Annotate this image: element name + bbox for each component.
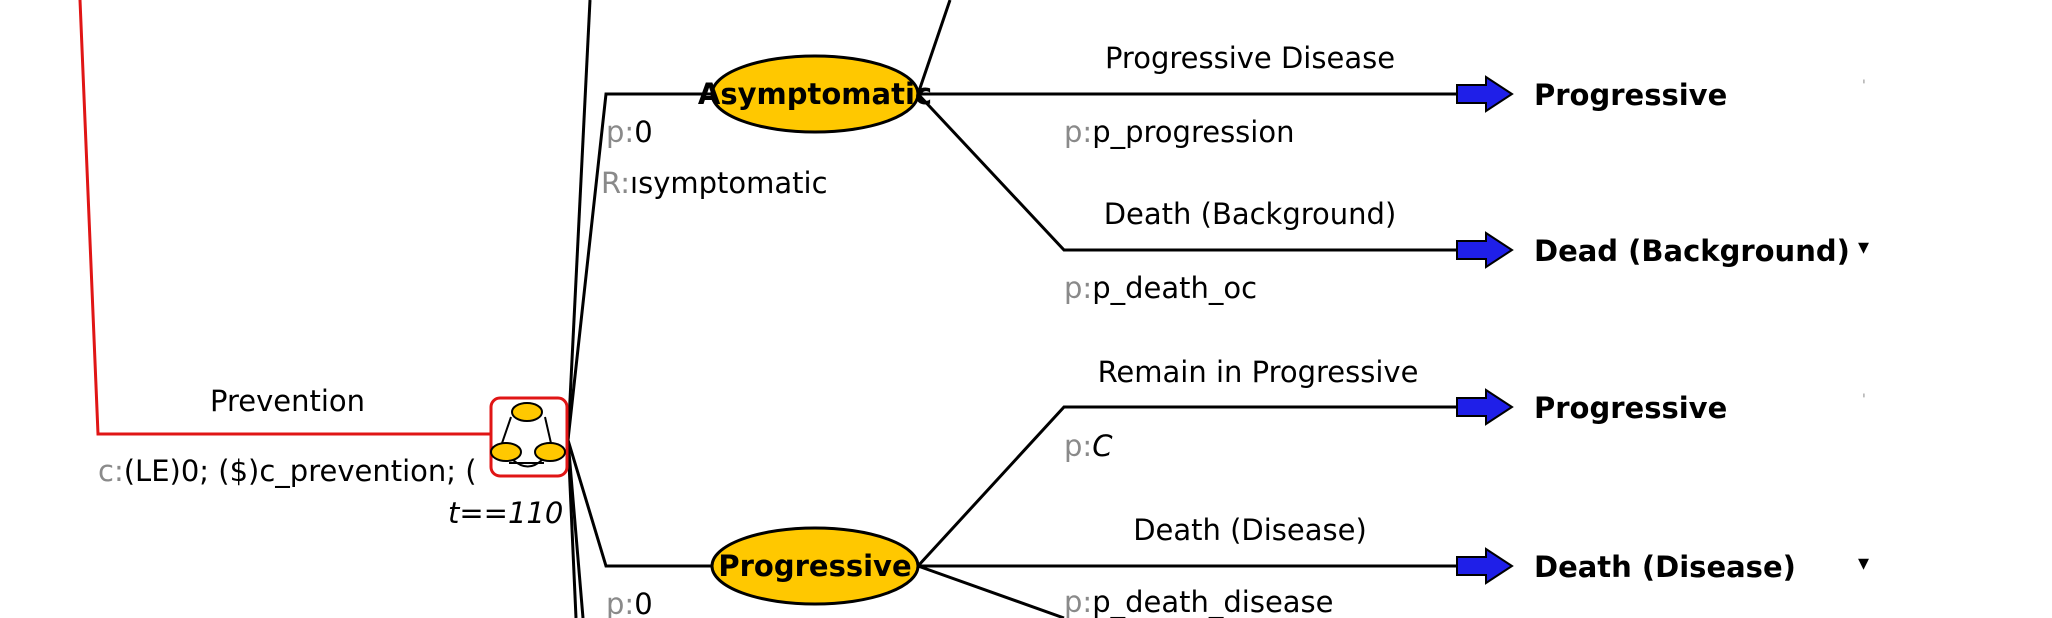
cost-value: (LE)0; ($)c_prevention; ( xyxy=(124,454,477,488)
transition-arrow-icon xyxy=(1456,388,1514,426)
transition-label-progressive-disease: Progressive Disease xyxy=(1105,41,1395,75)
asymptomatic-node-label: Asymptomatic xyxy=(698,77,932,111)
cost-prefix: c: xyxy=(98,454,124,488)
collapse-toggle[interactable]: ▾ xyxy=(1858,235,1869,260)
state-progressive: Progressive p:0 Remain in Progressive p:… xyxy=(606,355,1869,618)
prevention-cost-text: c:(LE)0; ($)c_prevention; ( xyxy=(98,454,477,488)
transition-arrow-icon xyxy=(1456,231,1514,269)
transition-arrow-icon xyxy=(1456,547,1514,585)
target-progressive: Progressive xyxy=(1534,78,1727,112)
prevention-branch-line[interactable] xyxy=(78,0,493,436)
tick-mark: ' xyxy=(1862,392,1866,408)
transition-prob-death-oc: p:p_death_oc xyxy=(1064,271,1257,305)
collapse-toggle[interactable]: ▾ xyxy=(1858,551,1869,576)
state-asymptomatic: Asymptomatic p:0 R:ısymptomatic Progress… xyxy=(601,0,1869,305)
transition-label-death-disease: Death (Disease) xyxy=(1133,513,1367,547)
progressive-node-label: Progressive xyxy=(718,549,911,583)
transition-prob-death-disease: p:p_death_disease xyxy=(1064,585,1334,618)
termination-condition: t==110 xyxy=(448,496,563,530)
asymptomatic-reward: R:ısymptomatic xyxy=(601,166,828,200)
transition-prob-c: p:C xyxy=(1064,429,1113,463)
asymptomatic-probability: p:0 xyxy=(606,115,653,149)
markov-node-icon[interactable] xyxy=(489,396,569,478)
transition-label-death-background: Death (Background) xyxy=(1104,197,1397,231)
progressive-probability: p:0 xyxy=(606,587,653,618)
transition-prob-progression: p:p_progression xyxy=(1064,115,1294,149)
markov-fan-lines xyxy=(566,0,712,618)
target-dead-background: Dead (Background) xyxy=(1534,234,1850,268)
transition-label-remain-progressive: Remain in Progressive xyxy=(1098,355,1419,389)
target-death-disease: Death (Disease) xyxy=(1534,550,1796,584)
target-progressive-remain: Progressive xyxy=(1534,391,1727,425)
tick-mark: ' xyxy=(1862,78,1866,94)
prevention-branch-label: Prevention xyxy=(210,384,365,418)
transition-arrow-icon xyxy=(1456,75,1514,113)
